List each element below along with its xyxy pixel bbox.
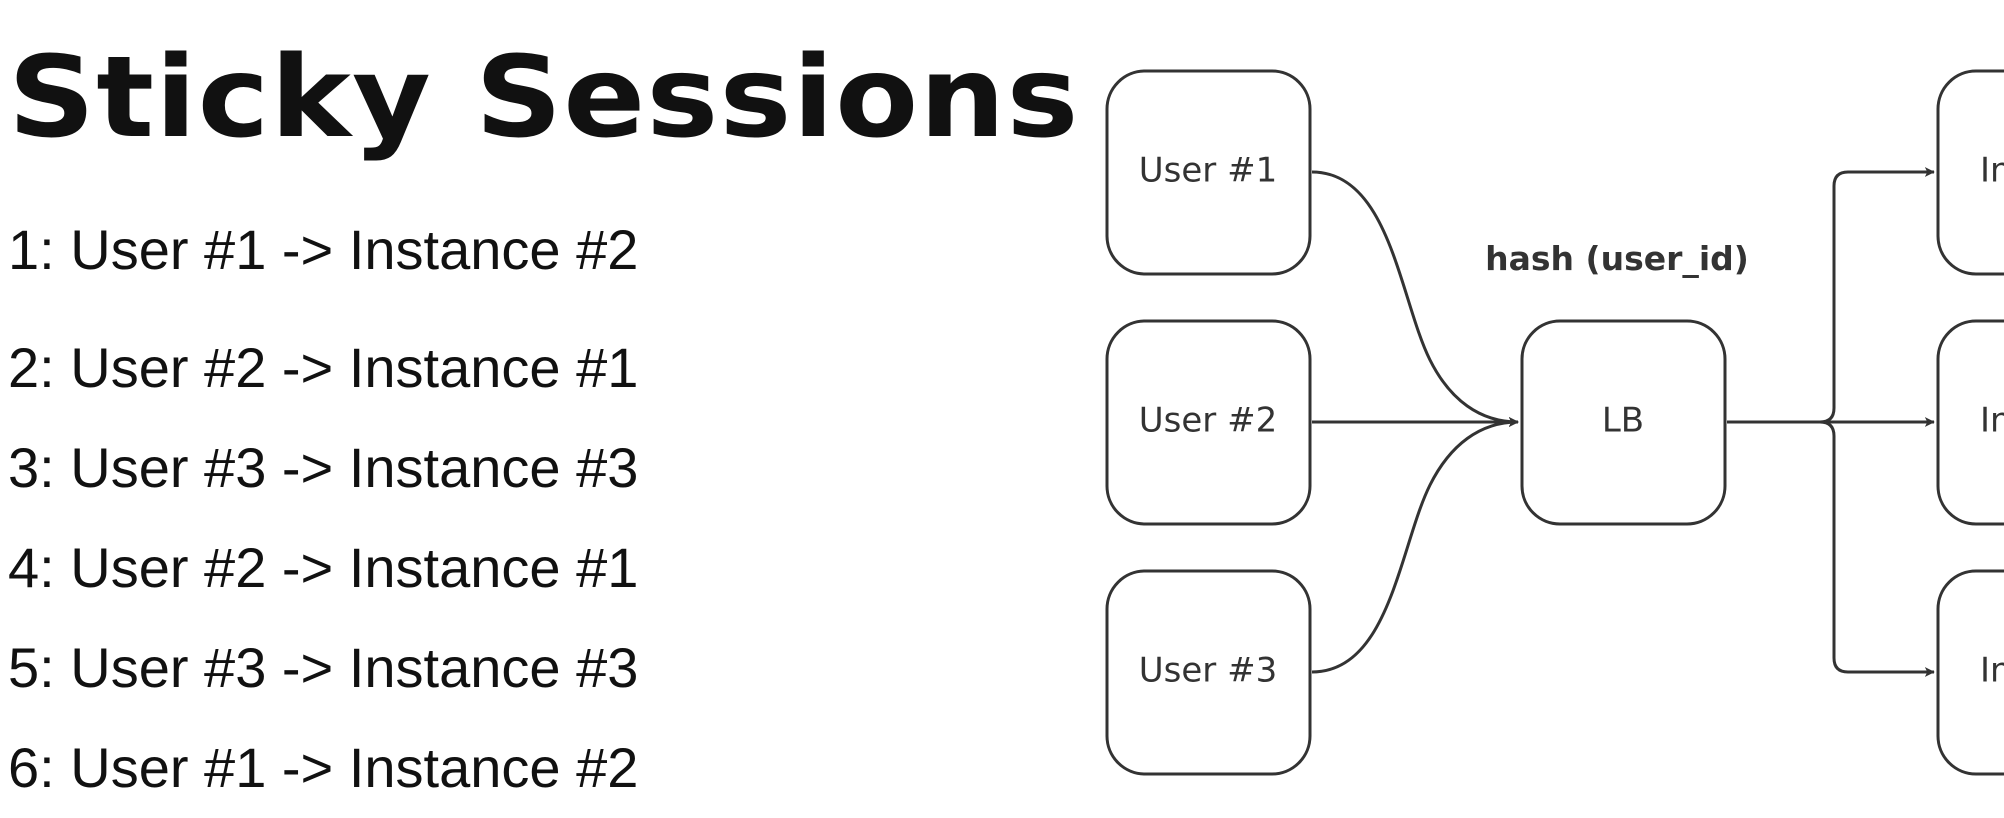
edge-lb-to-instance3 [1727,420,1935,677]
instance-node-2-label: In [1980,401,2004,441]
step-item-6: 6: User #1 -> Instance #2 [8,736,639,799]
edge-user1-to-lb [1311,170,1519,427]
instance-node-3 [1936,569,2004,776]
instance-node-3-label: In [1980,651,2004,691]
step-item-3: 3: User #3 -> Instance #3 [8,436,639,499]
load-balancer-node [1520,319,1727,526]
page-title: Sticky Sessions [8,33,1080,163]
step-item-2: 2: User #2 -> Instance #1 [8,336,639,399]
user-node-3 [1105,569,1312,776]
session-steps-list: 1: User #1 -> Instance #2 2: User #2 -> … [8,218,638,818]
instance-node-1-label: In [1980,151,2004,191]
user-node-1-label: User #1 [1139,151,1277,191]
user-node-2-label: User #2 [1139,401,1277,441]
step-item-5: 5: User #3 -> Instance #3 [8,636,639,699]
lb-hash-label: hash (user_id) [1485,239,1749,278]
user-node-1 [1105,69,1312,276]
instance-node-1 [1936,69,2004,276]
step-item-4: 4: User #2 -> Instance #1 [8,536,639,599]
load-balancer-label: LB [1602,401,1644,441]
instance-node-2 [1936,319,2004,526]
edge-lb-to-instance1 [1727,167,1935,424]
user-node-2 [1105,319,1312,526]
step-item-1: 1: User #1 -> Instance #2 [8,218,639,281]
user-node-3-label: User #3 [1139,651,1277,691]
edge-user3-to-lb [1311,417,1519,674]
